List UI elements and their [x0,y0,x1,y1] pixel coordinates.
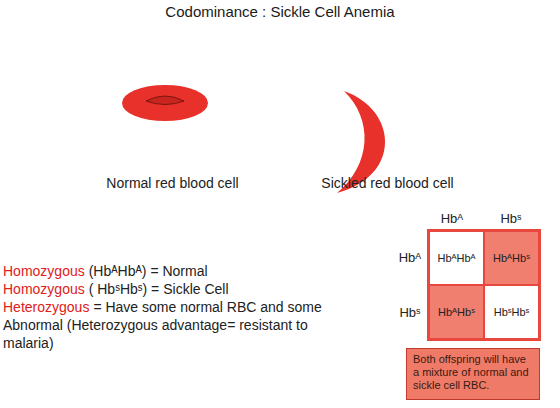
genotype-term: Heterozygous [3,299,89,315]
rbc-center [146,96,184,105]
punnett-frame [428,230,540,340]
diagram-title: Codominance : Sickle Cell Anemia [0,3,560,20]
genotype-note: (HbᴬHbᴬ) = Normal [89,263,208,279]
allele-header: Hbᴬ [390,250,430,265]
punnett-cell: HbˢHbˢ [484,285,539,339]
genotype-term: Homozygous [3,263,85,279]
note-box: Both offspring will have a mixture of no… [406,348,540,400]
punnett-cell: HbᴬHbˢ [484,231,539,285]
node-text: HbᴬHbˢ [493,252,530,264]
node-text: HbᴬHbˢ [438,306,475,318]
caption-label: Sickled red blood cell [270,175,505,191]
punnett-cell: HbᴬHbˢ [429,285,484,339]
node-text: HbˢHbˢ [494,306,530,318]
node-text: Both offspring will have a mixture of no… [413,353,533,392]
allele-header: Hbᴬ [432,211,472,226]
allele-header: Hbˢ [390,305,430,320]
punnett-cell: HbᴬHbᴬ [429,231,484,285]
text-line: Heterozygous= Have some normal RBC and s… [3,298,348,352]
node-text: HbᴬHbᴬ [437,252,475,264]
allele-header: Hbˢ [491,211,531,226]
normal-rbc [122,85,208,121]
caption-label: Normal red blood cell [60,175,285,191]
text-line: Homozygous( HbˢHbˢ) = Sickle Cell [3,280,353,298]
text-line: Homozygous(HbᴬHbᴬ) = Normal [3,262,353,280]
genotype-term: Homozygous [3,281,85,297]
genotype-note: ( HbˢHbˢ) = Sickle Cell [89,281,229,297]
